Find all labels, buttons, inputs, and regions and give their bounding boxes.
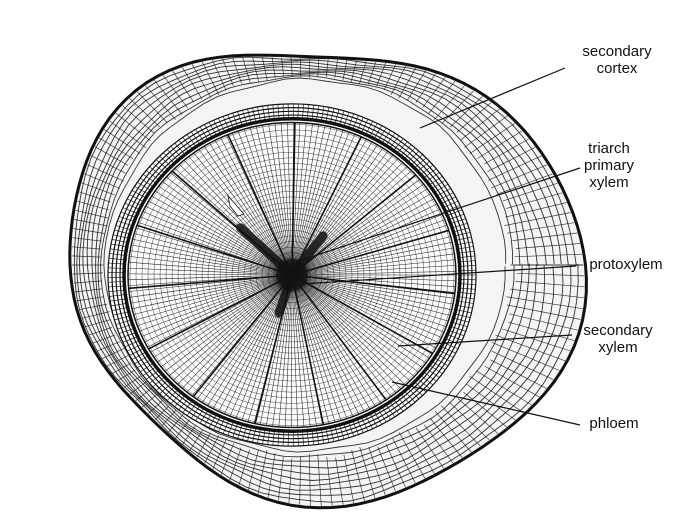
- label-protoxylem-line1: protoxylem: [578, 256, 674, 273]
- label-protoxylem: protoxylem: [578, 256, 674, 273]
- label-phloem: phloem: [584, 415, 644, 432]
- label-secondary-xylem-line2: xylem: [566, 339, 670, 356]
- label-triarch-line3: xylem: [574, 174, 644, 191]
- label-secondary-xylem-line1: secondary: [566, 322, 670, 339]
- label-secondary-cortex-line2: cortex: [563, 60, 671, 77]
- label-secondary-cortex-line1: secondary: [563, 43, 671, 60]
- label-phloem-line1: phloem: [584, 415, 644, 432]
- label-secondary-xylem: secondary xylem: [566, 322, 670, 356]
- label-triarch-line2: primary: [574, 157, 644, 174]
- label-triarch-line1: triarch: [574, 140, 644, 157]
- label-triarch-primary-xylem: triarch primary xylem: [574, 140, 644, 191]
- label-secondary-cortex: secondary cortex: [563, 43, 671, 77]
